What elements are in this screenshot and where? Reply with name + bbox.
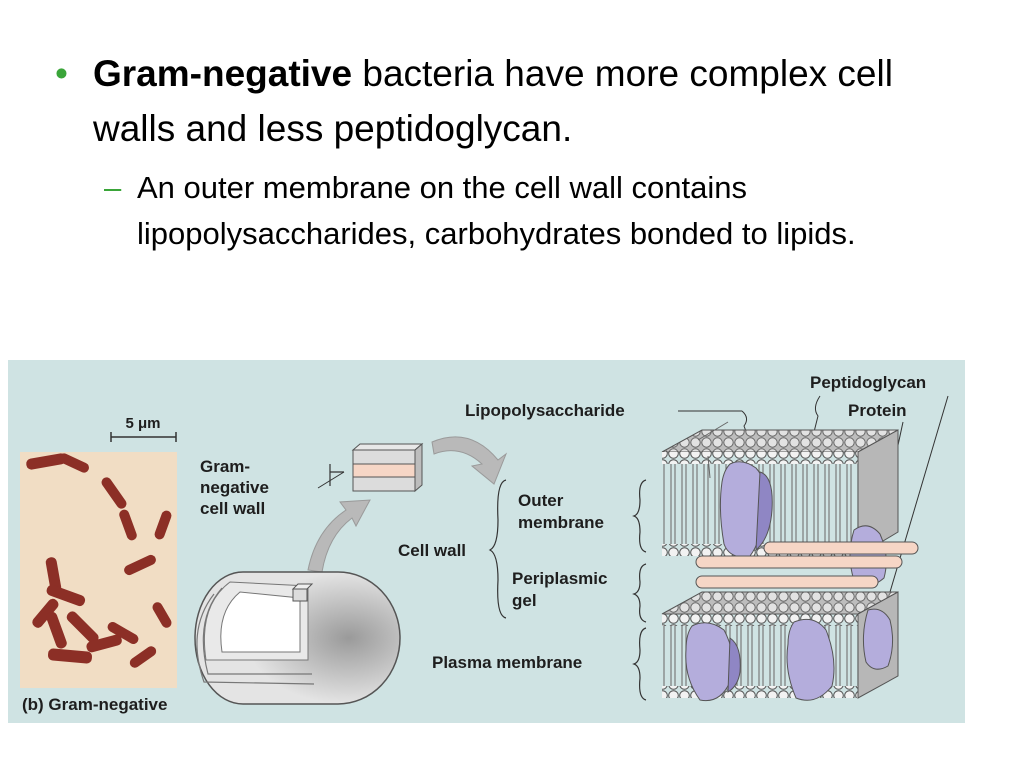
sub-bullet-text: An outer membrane on the cell wall conta…: [137, 170, 856, 251]
gram-negative-figure: 5 μm Gram- negative cell wall (b) Gram-n…: [8, 360, 965, 723]
figure-svg: 5 μm Gram- negative cell wall (b) Gram-n…: [8, 360, 965, 723]
cell-wall-label-line2: negative: [200, 478, 269, 497]
plasma-membrane-label: Plasma membrane: [432, 653, 582, 672]
sub-bullet: – An outer membrane on the cell wall con…: [104, 165, 964, 257]
rod-cell-illustration: [194, 571, 401, 705]
cell-wall-label-line3: cell wall: [200, 499, 265, 518]
outer-membrane-label-line2: membrane: [518, 513, 604, 532]
scale-bar: 5 μm: [110, 415, 177, 442]
plasma-membrane-protein-2: [786, 618, 835, 701]
plasma-membrane-protein-3: [862, 608, 894, 670]
cell-wall-label: Cell wall: [398, 541, 466, 560]
zoom-arrow-up: [307, 499, 371, 573]
outer-membrane-protein-1-side: [755, 471, 773, 552]
main-bullet-rest: bacteria have more complex cell walls an…: [93, 53, 893, 149]
periplasmic-gel-label-line1: Periplasmic: [512, 569, 607, 588]
peptidoglycan-label: Peptidoglycan: [810, 373, 926, 392]
protein-label: Protein: [848, 401, 907, 420]
wall-section-cube: [317, 442, 424, 493]
lipopolysaccharide-label: Lipopolysaccharide: [465, 401, 625, 420]
outer-membrane-label-line1: Outer: [518, 491, 564, 510]
periplasmic-gel-label-line2: gel: [512, 591, 537, 610]
plasma-membrane-protein-1: [685, 622, 734, 702]
figure-caption: (b) Gram-negative: [22, 695, 167, 714]
main-bullet-text: Gram-negative bacteria have more complex…: [93, 46, 975, 156]
sub-bullet-marker: –: [104, 170, 122, 205]
scale-bar-label: 5 μm: [125, 415, 160, 432]
main-bullet: • Gram-negative bacteria have more compl…: [55, 46, 975, 156]
plasma-membrane-protein-1-side: [727, 637, 741, 693]
bullet-marker: •: [55, 53, 68, 94]
zoom-arrow-right: [431, 436, 508, 485]
micrograph: [20, 452, 177, 688]
peptidoglycan-layer: [695, 541, 919, 589]
cell-wall-label-line1: Gram-: [200, 457, 250, 476]
main-bullet-bold: Gram-negative: [93, 53, 353, 94]
